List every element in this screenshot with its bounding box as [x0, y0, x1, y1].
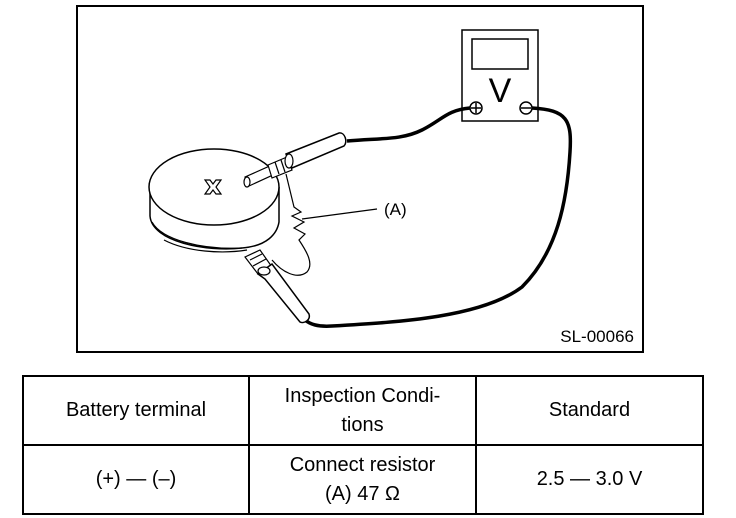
voltmeter: V — [461, 29, 539, 122]
battery — [148, 148, 280, 253]
header-standard: Standard — [475, 375, 704, 446]
negative-probe — [244, 249, 311, 324]
header-inspection-conditions: Inspection Condi- tions — [248, 375, 477, 446]
table-row: (+) — (–) Connect resistor (A) 47 Ω 2.5 … — [22, 444, 704, 515]
resistor-callout-line — [301, 208, 378, 220]
cell-terminal: (+) — (–) — [22, 444, 250, 515]
resistor-a — [271, 173, 311, 276]
figure-id-label: SL-00066 — [560, 327, 634, 346]
meter-display — [471, 38, 529, 70]
inspection-spec-table: Battery terminal Inspection Condi- tions… — [22, 375, 704, 515]
table-header-row: Battery terminal Inspection Condi- tions… — [22, 375, 704, 446]
header-battery-terminal: Battery terminal — [22, 375, 250, 446]
meter-unit-label: V — [489, 72, 512, 110]
cell-standard: 2.5 — 3.0 V — [475, 444, 704, 515]
resistor-callout-label: (A) — [384, 200, 407, 219]
inspection-figure: V (A) — [76, 5, 644, 353]
negative-lead-wire — [303, 106, 573, 328]
positive-lead-wire — [346, 106, 471, 143]
battery-plus-icon — [203, 179, 223, 195]
cell-condition: Connect resistor (A) 47 Ω — [248, 444, 477, 515]
positive-probe — [243, 132, 347, 188]
